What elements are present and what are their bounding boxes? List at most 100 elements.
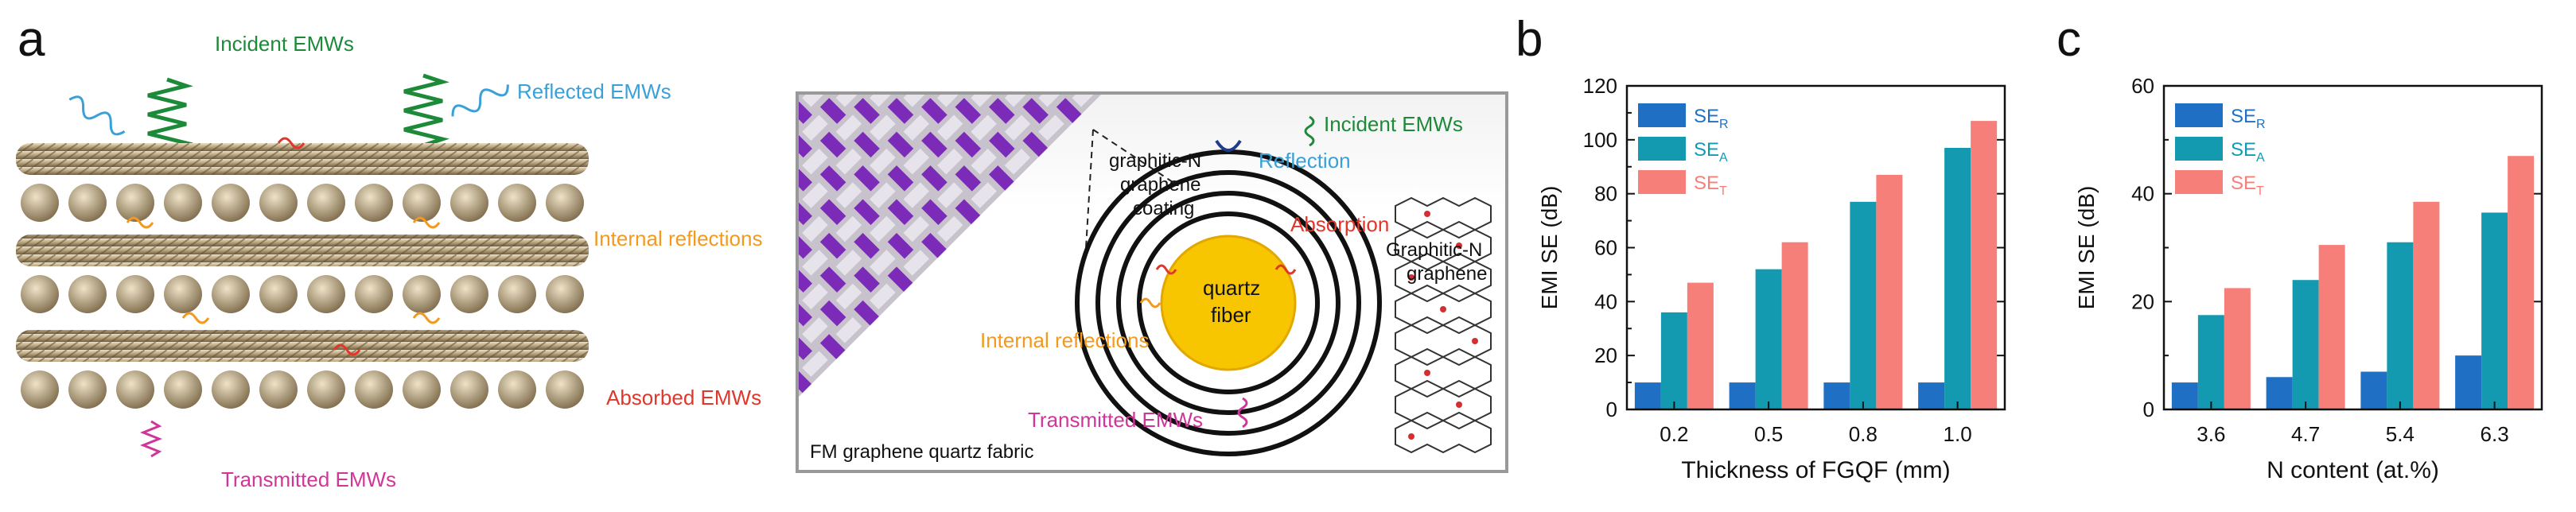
legend-entry: SEA: [2231, 139, 2265, 165]
inset-absorption: Absorption: [1290, 212, 1390, 236]
incident-squiggle: [1304, 115, 1315, 147]
absorption-mark: [333, 343, 361, 356]
inset-coating-line-1: graphitic-N: [1109, 150, 1202, 172]
legend-swatch: [2175, 103, 2223, 127]
absorption-mark: [1274, 264, 1297, 275]
cylinder-row-3: [21, 370, 584, 409]
bar-se-a-1.0: [1944, 148, 1971, 409]
y-tick-label: 40: [2131, 182, 2154, 206]
panel-label-c: c: [2057, 12, 2081, 67]
bar-se-a-0.2: [1660, 312, 1687, 409]
internal-reflection-mark: [1139, 297, 1162, 308]
yarn-layer-2: [16, 235, 589, 266]
y-tick-label: 0: [2143, 398, 2154, 421]
yarn-layer-1: [16, 143, 589, 175]
x-axis-label: Thickness of FGQF (mm): [1681, 457, 1950, 483]
legend-entry: SER: [1694, 106, 1729, 131]
bar-se-a-6.3: [2481, 212, 2508, 409]
y-tick-label: 60: [2131, 74, 2154, 98]
y-tick-label: 0: [1606, 398, 1617, 421]
y-axis-label: EMI SE (dB): [1537, 186, 1562, 310]
bar-se-a-0.8: [1850, 201, 1877, 409]
x-tick-label: 0.8: [1849, 422, 1878, 446]
y-tick-label: 100: [1583, 128, 1617, 152]
legend-entry: SET: [2231, 173, 2264, 198]
x-tick-label: 3.6: [2197, 422, 2225, 446]
cylinder-row-2: [21, 275, 584, 313]
plot-frame: [1625, 84, 2006, 411]
label-internal-reflections: Internal reflections: [593, 227, 763, 250]
internal-reflection-mark: [412, 312, 441, 324]
bar-se-t-0.5: [1781, 242, 1808, 409]
y-tick-label: 20: [1594, 343, 1617, 367]
label-reflected-emws: Reflected EMWs: [517, 80, 671, 103]
absorption-mark: [277, 137, 305, 149]
panel-label-b: b: [1516, 12, 1543, 67]
bar-se-t-0.2: [1687, 282, 1714, 409]
fabric-schematic: [0, 64, 605, 493]
fabric-weave-swatch: [799, 95, 1101, 397]
inset-coating-line-2: graphene: [1120, 174, 1201, 196]
bar-se-r-3.6: [2171, 382, 2198, 409]
reflected-squiggle-right: [451, 84, 509, 117]
legend-entry: SER: [2231, 106, 2266, 131]
inset-incident: Incident EMWs: [1324, 112, 1463, 136]
x-tick-label: 0.5: [1754, 422, 1783, 446]
inset-caption: FM graphene quartz fabric: [810, 441, 1034, 463]
legend-entry: SET: [1694, 173, 1727, 198]
plot-frame: [2162, 84, 2543, 411]
transmitted-wave: [139, 420, 163, 458]
bar-se-r-0.5: [1729, 382, 1756, 409]
bar-se-a-5.4: [2387, 242, 2414, 409]
graphene-stack: [1395, 196, 1492, 454]
inset-box: graphitic-N graphene coating Incident EM…: [796, 91, 1508, 473]
absorption-mark: [1155, 264, 1177, 275]
bar-se-r-0.8: [1823, 382, 1850, 409]
y-tick-label: 80: [1594, 182, 1617, 206]
reflected-squiggle-left: [68, 95, 126, 136]
bar-se-t-5.4: [2413, 201, 2440, 409]
inset-graphene-line-2: graphene: [1407, 263, 1488, 285]
bar-se-a-4.7: [2292, 280, 2319, 409]
bar-se-a-3.6: [2197, 315, 2224, 409]
inset-reflection: Reflection: [1259, 149, 1351, 173]
y-axis-label: EMI SE (dB): [2074, 186, 2099, 310]
legend-swatch: [2175, 137, 2223, 161]
inset-fiber-line-1: quartz: [1203, 276, 1261, 300]
x-tick-label: 5.4: [2386, 422, 2415, 446]
chart-c: EMI SE (dB) 0 20 40 60 3.6 4.7 5.4 6.3 N content …: [2074, 74, 2543, 483]
y-tick-label: 60: [1594, 236, 1617, 260]
x-tick-label: 4.7: [2291, 422, 2320, 446]
legend-entry: SEA: [1694, 139, 1728, 165]
bar-se-t-3.6: [2224, 288, 2251, 409]
panel-label-a: a: [18, 12, 45, 67]
inset-transmitted: Transmitted EMWs: [1028, 408, 1204, 432]
inset-graphene-line-1: Graphitic-N: [1386, 239, 1483, 261]
bar-se-t-1.0: [1971, 121, 1998, 409]
quartz-fiber-core: [1160, 235, 1297, 371]
bar-se-r-4.7: [2266, 377, 2293, 409]
inset-illustration: [799, 95, 1492, 456]
x-tick-label: 6.3: [2481, 422, 2509, 446]
y-tick-label: 40: [1594, 289, 1617, 313]
legend-swatch: [1638, 170, 1686, 194]
bar-se-r-5.4: [2360, 371, 2387, 409]
bar-se-a-0.5: [1755, 269, 1782, 409]
bar-se-r-1.0: [1918, 382, 1945, 409]
callout-line: [1092, 129, 1173, 183]
cylinder-row-1: [21, 184, 584, 222]
internal-reflection-mark: [412, 216, 441, 229]
label-transmitted-emws: Transmitted EMWs: [221, 467, 397, 491]
legend-swatch: [1638, 137, 1686, 161]
incident-wave: [147, 77, 193, 152]
reflected-wave-right: [403, 73, 449, 148]
bar-se-r-6.3: [2455, 355, 2482, 409]
x-tick-label: 1.0: [1944, 422, 1972, 446]
x-axis-label: N content (at.%): [2267, 457, 2439, 483]
bar-se-t-6.3: [2508, 156, 2535, 409]
reflection-arc: [1215, 139, 1242, 152]
inset-coating-line-3: coating: [1133, 198, 1195, 219]
fabric-illustration: [16, 73, 589, 458]
transmitted-squiggle: [1237, 397, 1248, 429]
y-tick-label: 20: [2131, 289, 2154, 313]
